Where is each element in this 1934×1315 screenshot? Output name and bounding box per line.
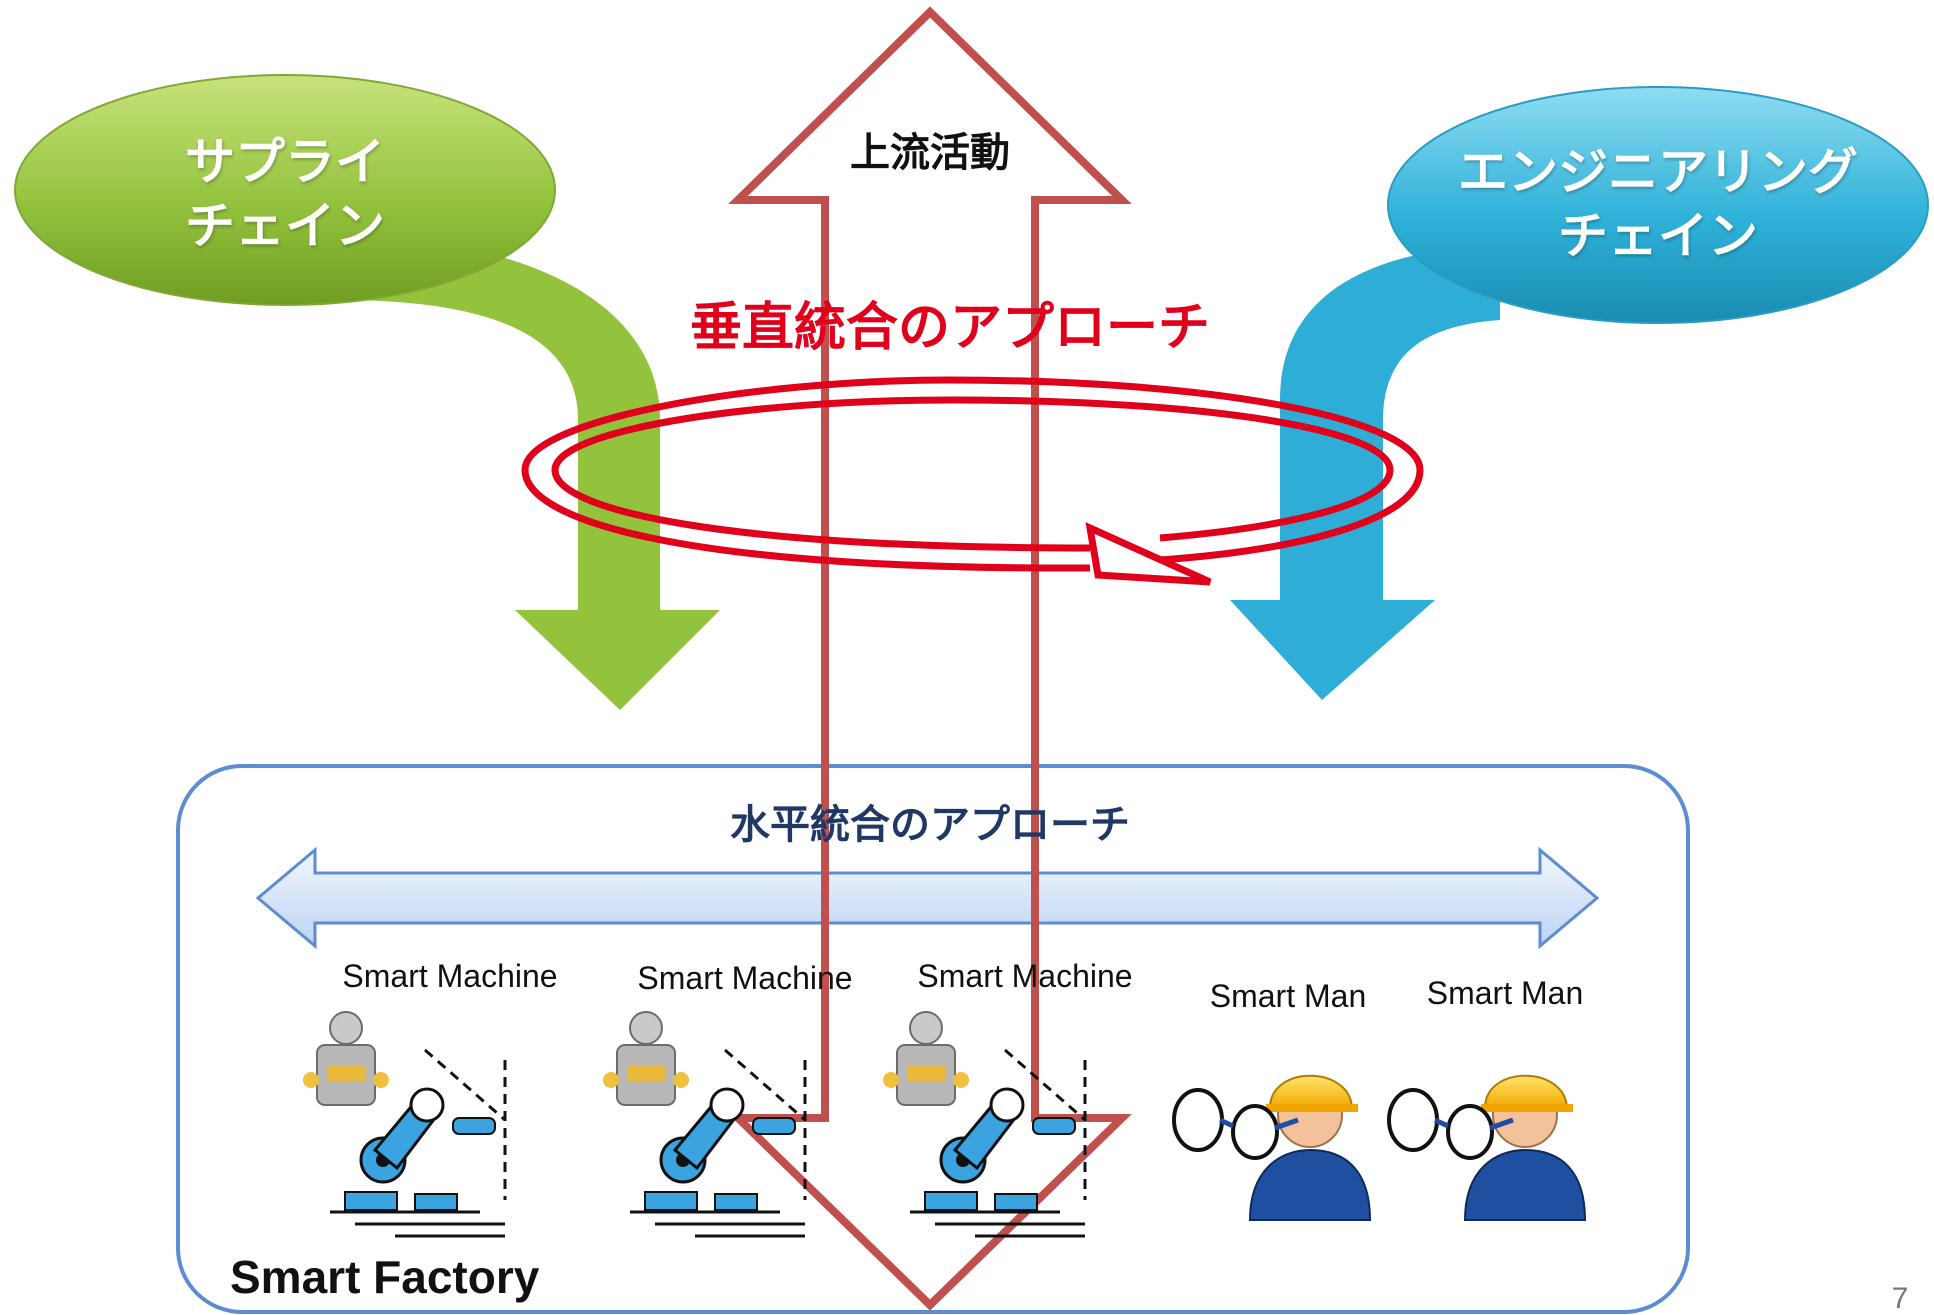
unit-label-4: Smart Man: [1209, 978, 1367, 1014]
rotation-ring: [521, 376, 1424, 586]
smart-man-icon: [1172, 1074, 1372, 1221]
vertical-double-arrow: [728, 6, 1132, 1311]
supply-chain-label-line1: サプライ: [185, 133, 385, 191]
smart-machine-icon: [883, 1011, 1087, 1238]
supply-chain-label-line2: チェイン: [185, 197, 385, 255]
page-number: 7: [1892, 1282, 1909, 1315]
smart-man-icon: [1387, 1074, 1587, 1221]
supply-chain-ellipse: [14, 74, 556, 306]
unit-label-1: Smart Machine: [342, 958, 558, 994]
upstream-label: 上流活動: [850, 130, 1010, 176]
unit-label-2: Smart Machine: [637, 960, 853, 996]
unit-label-3: Smart Machine: [917, 958, 1133, 994]
supply-chain-label: サプライ チェイン: [135, 130, 435, 258]
smart-machine-icon: [603, 1011, 807, 1238]
smart-machine-icon: [303, 1011, 507, 1238]
engineering-chain-label-line2: チェイン: [1558, 207, 1758, 265]
unit-label-5: Smart Man: [1426, 975, 1584, 1011]
engineering-chain-label-line1: エンジニアリング: [1458, 143, 1858, 201]
engineering-chain-arrow: [1230, 245, 1500, 700]
factory-units: [303, 1011, 1587, 1238]
horizontal-integration-label: 水平統合のアプローチ: [730, 802, 1130, 848]
vertical-integration-label: 垂直統合のアプローチ: [689, 298, 1210, 358]
supply-chain-arrow: [300, 234, 720, 710]
engineering-chain-label: エンジニアリング チェイン: [1438, 140, 1878, 268]
engineering-chain-ellipse: [1387, 86, 1929, 324]
horizontal-integration-arrow: [255, 846, 1600, 950]
smart-factory-title: Smart Factory: [230, 1251, 540, 1303]
